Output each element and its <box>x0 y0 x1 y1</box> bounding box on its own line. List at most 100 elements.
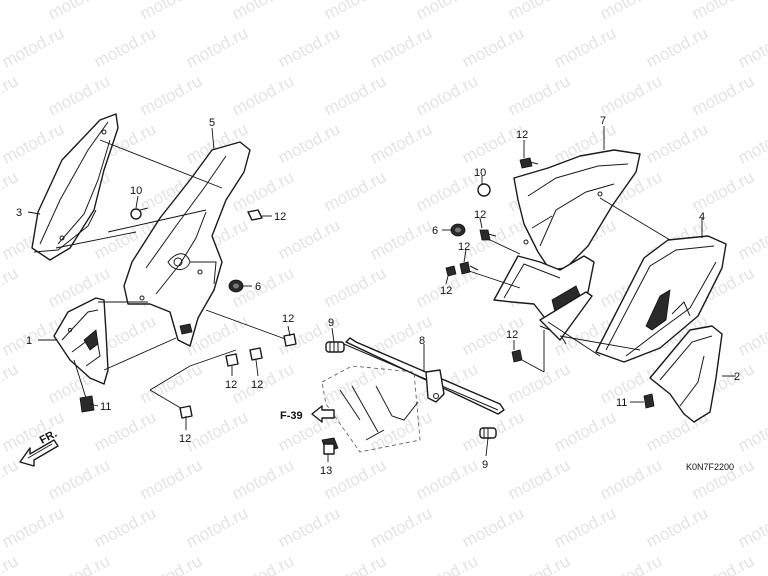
left-fasteners <box>79 207 297 419</box>
watermark-text: motod.ru <box>183 407 251 455</box>
front-direction-arrow: FR. <box>19 428 59 467</box>
callout-9-upper: 9 <box>328 317 334 329</box>
part-3-left-shroud <box>31 113 119 261</box>
callout-12-i: 12 <box>440 285 452 297</box>
watermark-text: motod.ru <box>505 71 573 119</box>
right-assembly-lines <box>465 197 671 373</box>
watermark-text: motod.ru <box>597 0 665 24</box>
watermark-text: motod.ru <box>321 263 389 311</box>
callout-labels: 1 3 5 10 12 6 12 12 12 12 11 9 8 9 13 7 … <box>16 115 740 477</box>
watermark-text: motod.ru <box>183 23 251 71</box>
watermark-text: motod.ru <box>0 359 21 407</box>
watermark-text: motod.ru <box>597 455 665 503</box>
watermark-text: motod.ru <box>735 119 768 167</box>
diagram-code: K0N7F2200 <box>686 462 734 472</box>
watermark-text: motod.ru <box>459 215 527 263</box>
part-5-inner-panel <box>123 141 251 347</box>
callout-2: 2 <box>734 371 740 383</box>
watermark-text: motod.ru <box>459 119 527 167</box>
callout-12-j: 12 <box>506 329 518 341</box>
callout-7: 7 <box>600 115 606 127</box>
callout-6-left: 6 <box>255 281 261 293</box>
watermark-text: motod.ru <box>137 359 205 407</box>
right-inner-bracket <box>493 255 595 345</box>
watermark-text: motod.ru <box>505 359 573 407</box>
watermark-text: motod.ru <box>0 119 67 167</box>
callout-3: 3 <box>16 207 22 219</box>
watermark-text: motod.ru <box>735 407 768 455</box>
watermark-text: motod.ru <box>735 311 768 359</box>
callout-12-a: 12 <box>274 211 286 223</box>
part-9-bolt-lower <box>479 427 497 439</box>
watermark-text: motod.ru <box>413 0 481 24</box>
watermark-text: motod.ru <box>0 71 21 119</box>
watermark-text: motod.ru <box>275 23 343 71</box>
watermark-text: motod.ru <box>413 551 481 576</box>
watermark-text: motod.ru <box>413 455 481 503</box>
watermark-text: motod.ru <box>321 551 389 576</box>
part-6-grommet-left <box>228 279 244 293</box>
watermark-text: motod.ru <box>551 503 619 551</box>
callout-8: 8 <box>419 335 425 347</box>
watermark-text: motod.ru <box>689 0 757 24</box>
watermark-text: motod.ru <box>0 407 67 455</box>
part-13-flange-bolt <box>321 437 339 455</box>
watermark-text: motod.ru <box>367 215 435 263</box>
callout-6-right: 6 <box>432 225 438 237</box>
watermark-text: motod.ru <box>459 23 527 71</box>
watermark-text: motod.ru <box>321 0 389 24</box>
watermark-text: motod.ru <box>735 215 768 263</box>
watermark-text: motod.ru <box>459 503 527 551</box>
part-2-lower-panel <box>649 325 723 423</box>
part-1-lower-cover <box>53 297 109 385</box>
watermark-text: motod.ru <box>505 0 573 24</box>
callout-leaders <box>27 126 736 462</box>
watermark-text: motod.ru <box>137 0 205 24</box>
part-6-grommet-right <box>450 223 466 237</box>
watermark-text: motod.ru <box>413 167 481 215</box>
watermark-text: motod.ru <box>643 23 711 71</box>
callout-12-f: 12 <box>516 129 528 141</box>
watermark-text: motod.ru <box>0 263 21 311</box>
watermark-text: motod.ru <box>0 455 21 503</box>
watermark-text: motod.ru <box>413 71 481 119</box>
part-7-upper-cover <box>513 149 641 271</box>
watermark-text: motod.ru <box>0 0 21 24</box>
watermark-text: motod.ru <box>229 455 297 503</box>
watermark-text: motod.ru <box>597 551 665 576</box>
watermark-text: motod.ru <box>45 551 113 576</box>
watermark-text: motod.ru <box>321 455 389 503</box>
watermark-text: motod.ru <box>275 503 343 551</box>
watermark-text: motod.ru <box>275 119 343 167</box>
watermark-text: motod.ru <box>689 551 757 576</box>
watermark-text: motod.ru <box>45 455 113 503</box>
callout-1: 1 <box>26 335 32 347</box>
watermark-text: motod.ru <box>367 119 435 167</box>
part-8-stay-assembly <box>321 337 505 453</box>
watermark-text: motod.ru <box>321 167 389 215</box>
watermark-text: motod.ru <box>597 71 665 119</box>
watermark-text: motod.ru <box>367 23 435 71</box>
watermark-text: motod.ru <box>597 359 665 407</box>
callout-12-g: 12 <box>474 209 486 221</box>
watermark-text: motod.ru <box>505 455 573 503</box>
watermark-text: motod.ru <box>367 503 435 551</box>
watermark-text: motod.ru <box>643 119 711 167</box>
part-4-side-panel <box>595 235 727 363</box>
watermark-text: motod.ru <box>137 71 205 119</box>
watermark-text: motod.ru <box>137 551 205 576</box>
watermark-text: motod.ru <box>229 0 297 24</box>
callout-12-c: 12 <box>225 379 237 391</box>
watermark-text: motod.ru <box>91 407 159 455</box>
callout-13: 13 <box>320 465 332 477</box>
reference-label: F-39 <box>280 410 303 422</box>
watermark-text: motod.ru <box>321 71 389 119</box>
watermark-text: motod.ru <box>91 23 159 71</box>
watermark-text: motod.ru <box>735 503 768 551</box>
callout-12-b: 12 <box>282 313 294 325</box>
callout-11-left: 11 <box>100 401 111 413</box>
callout-12-e: 12 <box>179 433 191 445</box>
watermark-text: motod.ru <box>137 455 205 503</box>
callout-12-h: 12 <box>458 241 470 253</box>
watermark-text: motod.ru <box>0 551 21 576</box>
